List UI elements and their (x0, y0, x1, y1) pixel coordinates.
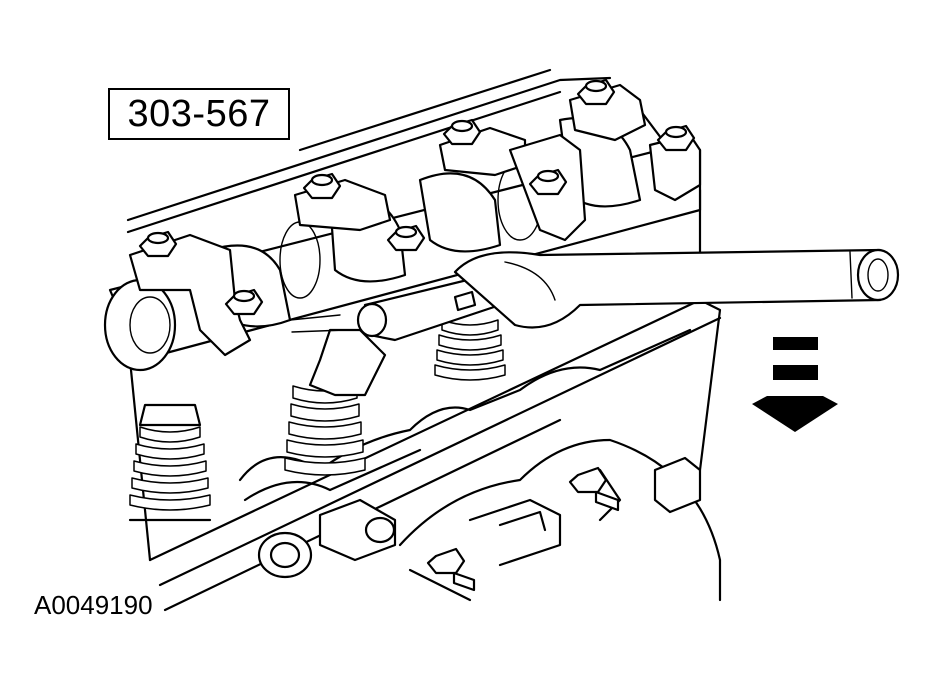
arrow-down-icon (752, 337, 838, 432)
cap-bolts (138, 78, 696, 592)
valve-spring-left (128, 403, 212, 522)
valve-spring-compressor-tool (289, 248, 900, 397)
valve-spring-center (284, 385, 366, 476)
cylinder-head (126, 68, 722, 612)
tool-number-label: 303-567 (108, 88, 290, 140)
valve-springs (128, 319, 506, 522)
figure-id: A0049190 (34, 590, 153, 620)
valve-spring-right (434, 319, 506, 381)
